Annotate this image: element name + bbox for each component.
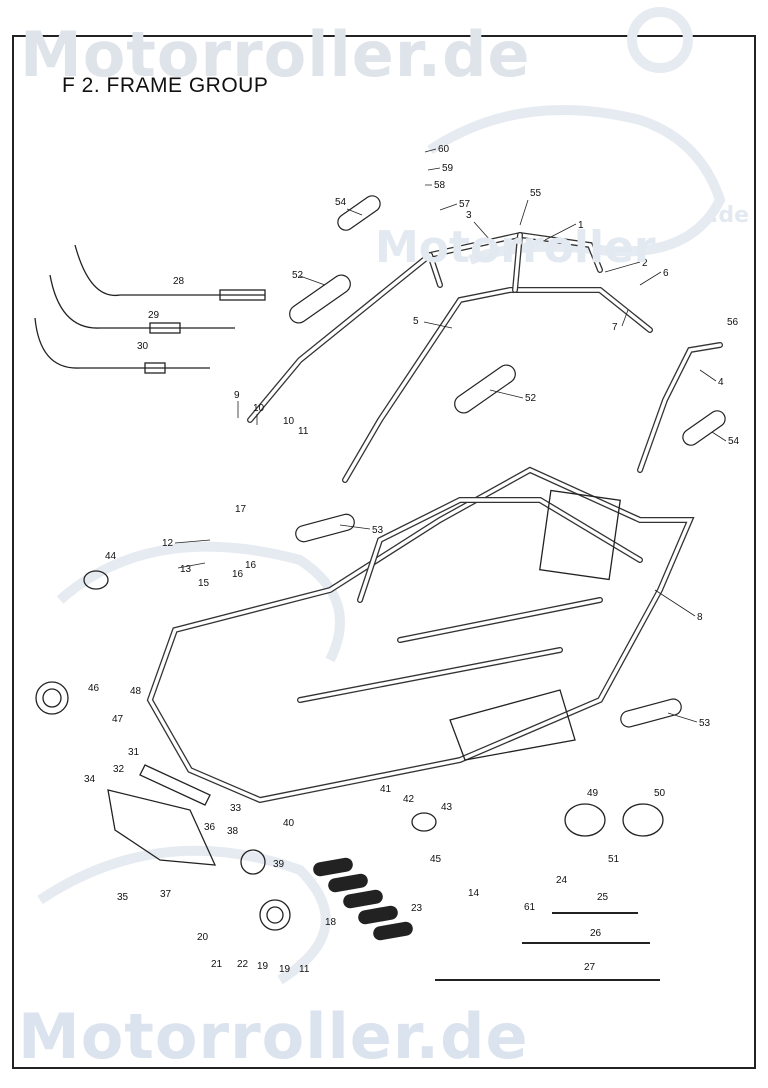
callout-38: 38 <box>227 826 239 837</box>
callout-27: 27 <box>584 962 596 973</box>
callout-32: 32 <box>113 764 125 775</box>
callout-49: 49 <box>587 788 599 799</box>
callout-55: 55 <box>530 188 542 199</box>
tube-end-caps <box>289 195 726 728</box>
callout-59: 59 <box>442 163 454 174</box>
callout-15: 15 <box>198 578 210 589</box>
callout-54a: 54 <box>335 197 347 208</box>
callout-51: 51 <box>608 854 620 865</box>
callout-34: 34 <box>84 774 96 785</box>
callout-20: 20 <box>197 932 209 943</box>
callout-18: 18 <box>325 917 337 928</box>
lamps-and-mirrors <box>35 570 664 931</box>
callout-23: 23 <box>411 903 423 914</box>
callout-44: 44 <box>105 551 117 562</box>
callout-41: 41 <box>380 784 392 795</box>
callout-1: 1 <box>578 220 584 231</box>
callout-11b: 11 <box>299 964 310 975</box>
callout-29: 29 <box>148 310 160 321</box>
callout-36: 36 <box>204 822 216 833</box>
foot-pads <box>313 857 413 941</box>
watermark-mid-suffix: .de <box>710 203 749 228</box>
callout-21: 21 <box>211 959 223 970</box>
callout-8: 8 <box>697 612 703 623</box>
callout-13: 13 <box>180 564 192 575</box>
callout-17: 17 <box>235 504 247 515</box>
throttle-cables <box>34 244 266 374</box>
callout-47: 47 <box>112 714 124 725</box>
callout-52b: 52 <box>525 393 537 404</box>
callout-22: 22 <box>237 959 249 970</box>
main-frame <box>146 466 695 804</box>
callout-10a: 10 <box>253 403 265 414</box>
callout-43: 43 <box>441 802 453 813</box>
callout-5: 5 <box>413 316 419 327</box>
callout-25: 25 <box>597 892 609 903</box>
callout-33: 33 <box>230 803 242 814</box>
callout-56: 56 <box>727 317 739 328</box>
callout-40: 40 <box>283 818 295 829</box>
skid-plate <box>107 764 217 866</box>
watermark-mid: Motorroller <box>375 222 656 273</box>
callout-58: 58 <box>434 180 446 191</box>
roll-cage-upper <box>247 231 723 483</box>
callout-28: 28 <box>173 276 185 287</box>
callout-4: 4 <box>718 377 724 388</box>
leader-lines <box>174 148 727 723</box>
callout-54b: 54 <box>728 436 740 447</box>
callout-6: 6 <box>663 268 669 279</box>
callout-2: 2 <box>642 258 648 269</box>
callout-30: 30 <box>137 341 149 352</box>
diagram-title: F 2. FRAME GROUP <box>62 74 269 97</box>
callout-24: 24 <box>556 875 568 886</box>
callout-7: 7 <box>612 322 618 333</box>
callout-12: 12 <box>162 538 174 549</box>
tie-rods <box>435 912 660 981</box>
callout-45: 45 <box>430 854 442 865</box>
callout-11a: 11 <box>298 426 309 437</box>
callout-42: 42 <box>403 794 415 805</box>
callout-3: 3 <box>466 210 472 221</box>
callout-53a: 53 <box>372 525 384 536</box>
callout-26: 26 <box>590 928 602 939</box>
callout-16b: 16 <box>232 569 244 580</box>
callout-46: 46 <box>88 683 100 694</box>
callout-52a: 52 <box>292 270 304 281</box>
callout-19b: 19 <box>279 964 291 975</box>
callout-labels: 1 2 3 4 5 6 7 8 9 10 10 11 12 13 14 15 1… <box>84 144 740 975</box>
callout-35: 35 <box>117 892 129 903</box>
callout-31: 31 <box>128 747 140 758</box>
callout-60: 60 <box>438 144 450 155</box>
callout-10b: 10 <box>283 416 295 427</box>
scooter-watermark-icon <box>37 7 726 985</box>
callout-19a: 19 <box>257 961 269 972</box>
callout-48: 48 <box>130 686 142 697</box>
callout-9: 9 <box>234 390 240 401</box>
callout-50: 50 <box>654 788 666 799</box>
callout-61: 61 <box>524 902 536 913</box>
callout-16a: 16 <box>245 560 257 571</box>
callout-53b: 53 <box>699 718 711 729</box>
callout-57: 57 <box>459 199 471 210</box>
callout-37: 37 <box>160 889 172 900</box>
callout-39: 39 <box>273 859 285 870</box>
callout-14: 14 <box>468 888 480 899</box>
